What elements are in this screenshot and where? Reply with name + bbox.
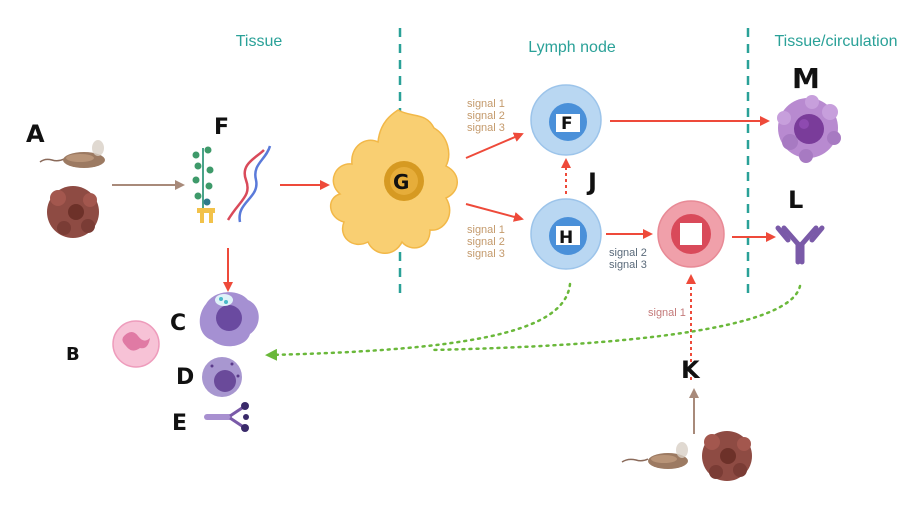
signal-bottom-2: signal 2 [467, 236, 505, 248]
t-cell-top [530, 84, 602, 156]
arrow-g-to-t-top [465, 132, 524, 159]
granulocyte-m [777, 95, 841, 163]
macrophage-c [199, 292, 259, 347]
letter-l: L [788, 186, 803, 214]
section-label-tissue: Tissue [236, 33, 283, 50]
feedback-h-dotted [265, 282, 572, 361]
signal-bottom-3: signal 3 [467, 248, 505, 260]
letter-j: J [586, 168, 597, 196]
signal-b-cell-2: signal 2 [609, 247, 647, 259]
signal-k-arrow: signal 1 [648, 307, 686, 319]
dendritic-cell-g [330, 109, 458, 254]
signal-top-1: signal 1 [467, 98, 505, 110]
letter-m: M [792, 62, 820, 95]
letter-k: K [681, 356, 701, 384]
letter-g: G [393, 170, 409, 194]
feedback-l-dotted [428, 284, 802, 352]
letter-d: D [176, 365, 194, 390]
letter-a: A [26, 120, 45, 148]
neutrophil-b [112, 320, 160, 368]
letter-e: E [172, 411, 187, 436]
section-label-lymph-node: Lymph node [528, 39, 616, 56]
b-cell [657, 200, 725, 268]
letter-b: B [66, 344, 80, 365]
letter-f-t-cell: F [561, 114, 573, 134]
section-label-tissue-circulation: Tissue/circulation [774, 33, 897, 50]
signal-b-cell-3: signal 3 [609, 259, 647, 271]
signal-top-2: signal 2 [467, 110, 505, 122]
letter-c: C [170, 311, 186, 336]
signal-top-3: signal 3 [467, 122, 505, 134]
arrow-g-to-t-bottom [465, 203, 524, 222]
t-cell-bottom [530, 198, 602, 270]
pathogen-k [621, 431, 752, 481]
receptor-cell-e [204, 402, 249, 432]
letter-h: H [559, 228, 573, 248]
pattern-recognition-f [192, 145, 272, 223]
signal-bottom-1: signal 1 [467, 224, 505, 236]
pathogen-a [39, 140, 105, 238]
mast-cell-d [202, 357, 242, 397]
antibody-l [775, 225, 825, 265]
letter-f: F [214, 115, 229, 140]
